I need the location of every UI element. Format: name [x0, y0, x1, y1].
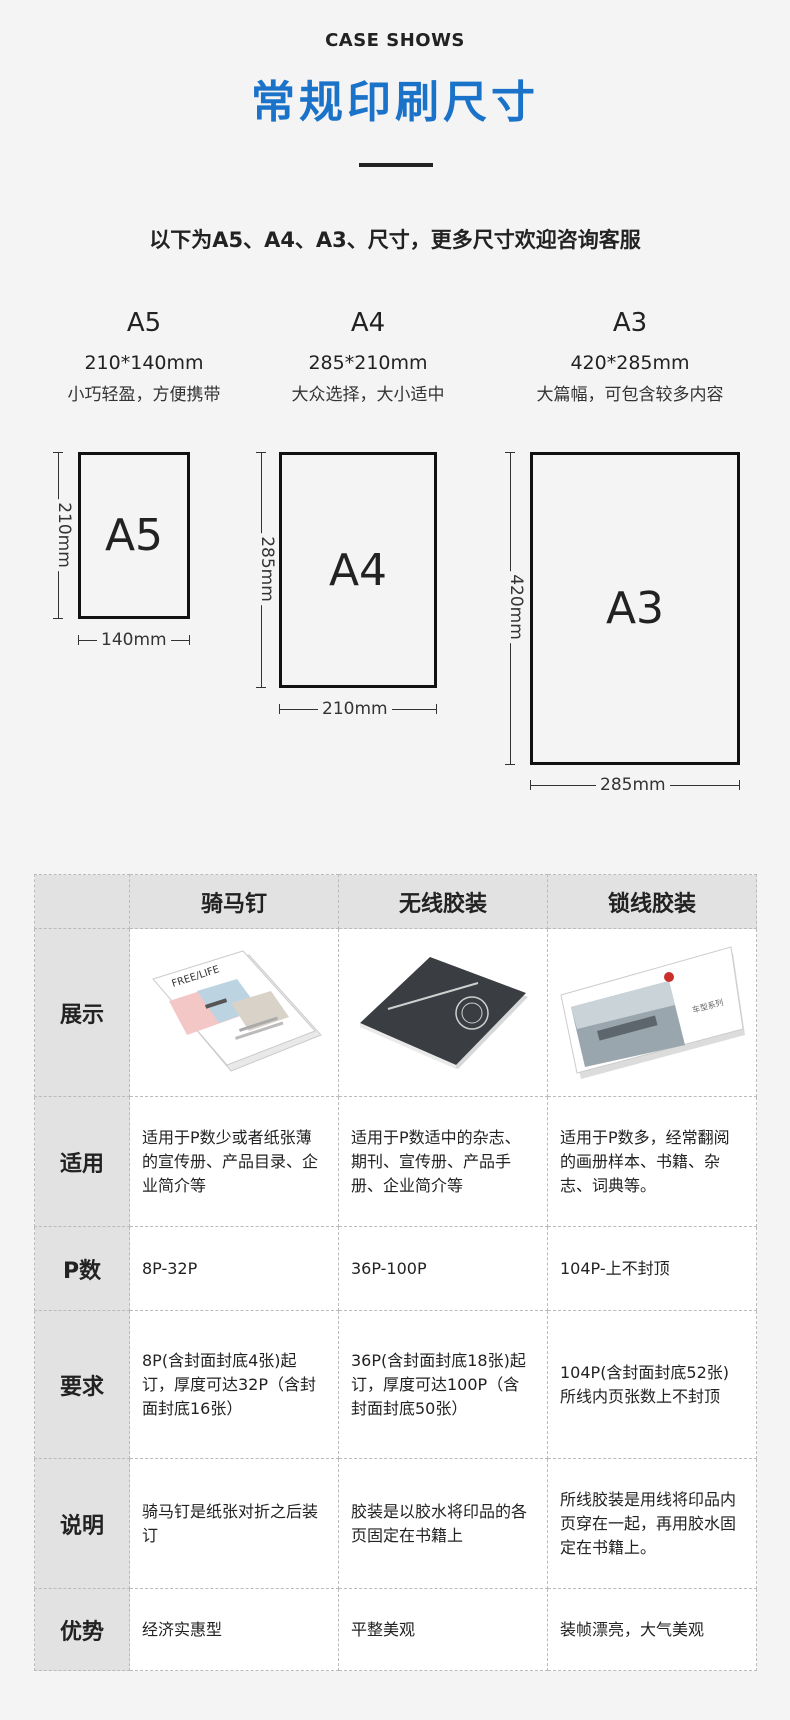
table-corner-cell	[34, 874, 130, 929]
table-cell: 8P-32P	[129, 1226, 339, 1311]
size-heading-a4: A4 285*210mm 大众选择，大小适中	[248, 308, 488, 405]
paper-label: A3	[605, 583, 665, 634]
table-row: 要求 8P(含封面封底4张)起订，厚度可达32P（含封面封底16张） 36P(含…	[34, 1310, 757, 1459]
table-row: 展示 FREE/LIFE	[34, 928, 757, 1097]
dimension-tick	[530, 780, 531, 790]
size-description: 大篇幅，可包含较多内容	[536, 385, 724, 405]
size-name: A4	[350, 308, 386, 338]
table-cell: 所线胶装是用线将印品内页穿在一起，再用胶水固定在书籍上。	[547, 1458, 757, 1589]
page-title: 常规印刷尺寸	[251, 77, 539, 128]
table-cell: 骑马钉是纸张对折之后装订	[129, 1458, 339, 1589]
table-cell: 104P(含封面封底52张)所线内页张数上不封顶	[547, 1310, 757, 1459]
dimension-tick	[53, 452, 63, 453]
a5-height-label: 210mm	[53, 499, 74, 571]
row-header: 优势	[34, 1588, 130, 1671]
row-header: 要求	[34, 1310, 130, 1459]
saddle-stitch-booklet-image: FREE/LIFE	[152, 949, 322, 1072]
a4-width-label: 210mm	[318, 699, 392, 719]
table-row: P数 8P-32P 36P-100P 104P-上不封顶	[34, 1226, 757, 1311]
page-subtitle: 以下为A5、A4、A3、尺寸，更多尺寸欢迎咨询客服	[149, 228, 641, 252]
size-dimensions: 210*140mm	[84, 352, 204, 374]
dimension-tick	[505, 452, 515, 453]
thread-sewn-binding-image: 车型系列	[547, 928, 757, 1097]
table-cell: 104P-上不封顶	[547, 1226, 757, 1311]
table-header-row: 骑马钉 无线胶装 锁线胶装	[34, 874, 757, 929]
size-heading-a5: A5 210*140mm 小巧轻盈，方便携带	[24, 308, 264, 405]
table-cell: 适用于P数适中的杂志、期刊、宣传册、产品手册、企业简介等	[338, 1096, 548, 1227]
paper-label: A4	[328, 544, 388, 596]
size-dimensions: 420*285mm	[570, 352, 690, 374]
a4-height-label: 285mm	[256, 533, 277, 605]
table-cell: 8P(含封面封底4张)起订，厚度可达32P（含封面封底16张）	[129, 1310, 339, 1459]
row-header: 展示	[34, 928, 130, 1097]
table-cell: 平整美观	[338, 1588, 548, 1671]
table-cell: 胶装是以胶水将印品的各页固定在书籍上	[338, 1458, 548, 1589]
size-name: A5	[126, 308, 162, 338]
perfect-binding-image	[338, 928, 548, 1097]
dimension-tick	[279, 704, 280, 714]
thread-sewn-brochure-image: 车型系列	[560, 945, 745, 1079]
a5-paper: A5	[78, 452, 190, 619]
table-cell: 36P-100P	[338, 1226, 548, 1311]
size-name: A3	[612, 308, 648, 338]
column-header: 锁线胶装	[547, 874, 757, 929]
perfect-bound-book-image	[360, 956, 528, 1069]
saddle-stitch-image: FREE/LIFE	[129, 928, 339, 1097]
dimension-tick	[189, 635, 190, 645]
table-cell: 适用于P数少或者纸张薄的宣传册、产品目录、企业简介等	[129, 1096, 339, 1227]
a3-paper: A3	[530, 452, 740, 765]
row-header: 说明	[34, 1458, 130, 1589]
a3-width-label: 285mm	[596, 775, 670, 795]
column-header: 无线胶装	[338, 874, 548, 929]
table-row: 优势 经济实惠型 平整美观 装帧漂亮，大气美观	[34, 1588, 757, 1671]
a4-paper: A4	[279, 452, 437, 688]
row-header: 适用	[34, 1096, 130, 1227]
size-description: 小巧轻盈，方便携带	[67, 385, 221, 405]
table-row: 适用 适用于P数少或者纸张薄的宣传册、产品目录、企业简介等 适用于P数适中的杂志…	[34, 1096, 757, 1227]
size-description: 大众选择，大小适中	[291, 385, 445, 405]
a3-height-label: 420mm	[505, 571, 526, 643]
table-cell: 36P(含封面封底18张)起订，厚度可达100P（含封面封底50张）	[338, 1310, 548, 1459]
row-header: P数	[34, 1226, 130, 1311]
size-heading-a3: A3 420*285mm 大篇幅，可包含较多内容	[510, 308, 750, 405]
dimension-tick	[53, 618, 63, 619]
table-row: 说明 骑马钉是纸张对折之后装订 胶装是以胶水将印品的各页固定在书籍上 所线胶装是…	[34, 1458, 757, 1589]
dimension-tick	[739, 780, 740, 790]
title-divider	[359, 163, 433, 167]
table-cell: 经济实惠型	[129, 1588, 339, 1671]
column-header: 骑马钉	[129, 874, 339, 929]
section-eyebrow: CASE SHOWS	[325, 30, 465, 51]
a5-width-label: 140mm	[97, 630, 171, 650]
table-cell: 适用于P数多，经常翻阅的画册样本、书籍、杂志、词典等。	[547, 1096, 757, 1227]
dimension-tick	[505, 764, 515, 765]
paper-label: A5	[104, 510, 164, 561]
dimension-tick	[256, 452, 266, 453]
binding-comparison-table: 骑马钉 无线胶装 锁线胶装 展示 FREE/LIFE	[34, 874, 757, 1671]
dimension-tick	[436, 704, 437, 714]
dimension-tick	[78, 635, 79, 645]
size-dimensions: 285*210mm	[308, 352, 428, 374]
dimension-tick	[256, 687, 266, 688]
table-cell: 装帧漂亮，大气美观	[547, 1588, 757, 1671]
